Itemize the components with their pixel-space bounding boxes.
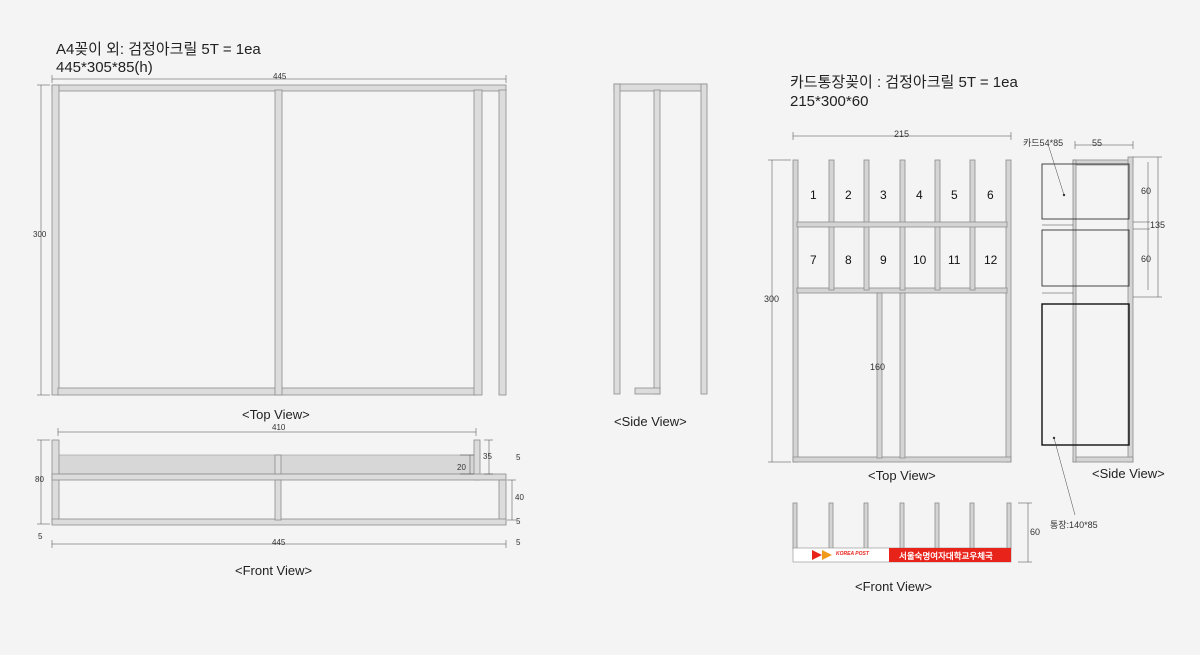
card-side-width-dim: 55 bbox=[1092, 138, 1103, 148]
a4-front-lower-dim: 40 bbox=[515, 493, 524, 502]
slot-number: 4 bbox=[916, 188, 923, 202]
card-title: 카드통장꽂이 : 검정아크릴 5T = 1ea bbox=[790, 74, 1018, 91]
a4-top-view-label: <Top View> bbox=[242, 407, 310, 422]
card-height-dim: 300 bbox=[764, 294, 780, 304]
a4-front-edge-top-dim: 5 bbox=[516, 453, 521, 462]
slot-number: 6 bbox=[987, 188, 994, 202]
a4-title: A4꽂이 외: 검정아크릴 5T = 1ea bbox=[56, 41, 261, 58]
card-side-bottom-dim: 60 bbox=[1141, 254, 1152, 264]
a4-front-view-label: <Front View> bbox=[235, 563, 313, 578]
slot-number: 10 bbox=[913, 253, 927, 267]
slot-number: 12 bbox=[984, 253, 998, 267]
korea-post-text: KOREA POST bbox=[836, 551, 869, 557]
a4-front-inner-dim: 20 bbox=[457, 463, 466, 472]
card-side-top-dim: 60 bbox=[1141, 186, 1152, 196]
a4-front-inner-width-dim: 410 bbox=[272, 423, 286, 432]
card-top-view-label: <Top View> bbox=[868, 468, 936, 483]
card-front-view-label: <Front View> bbox=[855, 579, 933, 594]
slot-number: 3 bbox=[880, 188, 887, 202]
a4-front-shelf-dim: 35 bbox=[483, 452, 492, 461]
a4-side-view bbox=[613, 83, 708, 395]
korea-post-logo bbox=[812, 550, 832, 560]
post-office-name: 서울숙명여자대학교우체국 bbox=[899, 551, 993, 561]
card-side-view-label: <Side View> bbox=[1092, 466, 1165, 481]
slot-number: 9 bbox=[880, 253, 887, 267]
card-front-height-dim: 60 bbox=[1030, 527, 1041, 537]
card-side-view bbox=[1041, 141, 1162, 516]
a4-front-view bbox=[37, 428, 516, 548]
a4-top-width-dim: 445 bbox=[273, 72, 287, 81]
a4-top-height-dim: 300 bbox=[33, 230, 47, 239]
card-front-view bbox=[792, 502, 1032, 563]
card-size-label: 카드54*85 bbox=[1023, 138, 1064, 148]
a4-front-total-width-dim: 445 bbox=[272, 538, 286, 547]
brand-band bbox=[889, 548, 1011, 562]
a4-side-view-label: <Side View> bbox=[614, 414, 687, 429]
a4-dimensions: 445*305*85(h) bbox=[56, 59, 153, 76]
slot-number: 11 bbox=[948, 253, 961, 267]
card-width-dim: 215 bbox=[894, 129, 910, 139]
a4-front-edge-right2-dim: 5 bbox=[516, 538, 521, 547]
a4-front-height-dim: 80 bbox=[35, 475, 44, 484]
slot-number: 7 bbox=[810, 253, 817, 267]
a4-top-view bbox=[37, 75, 507, 396]
card-lower-height-dim: 160 bbox=[870, 362, 886, 372]
slot-number: 8 bbox=[845, 253, 852, 267]
slot-number: 1 bbox=[810, 188, 817, 202]
slot-number: 2 bbox=[845, 188, 852, 202]
card-dimensions: 215*300*60 bbox=[790, 93, 869, 110]
card-top-view bbox=[768, 132, 1012, 463]
card-side-mid-dim: 135 bbox=[1150, 220, 1166, 230]
bankbook-size-label: 통장:140*85 bbox=[1050, 520, 1098, 530]
a4-front-edge-left-dim: 5 bbox=[38, 532, 43, 541]
a4-front-edge-right-dim: 5 bbox=[516, 517, 521, 526]
slot-number: 5 bbox=[951, 188, 958, 202]
